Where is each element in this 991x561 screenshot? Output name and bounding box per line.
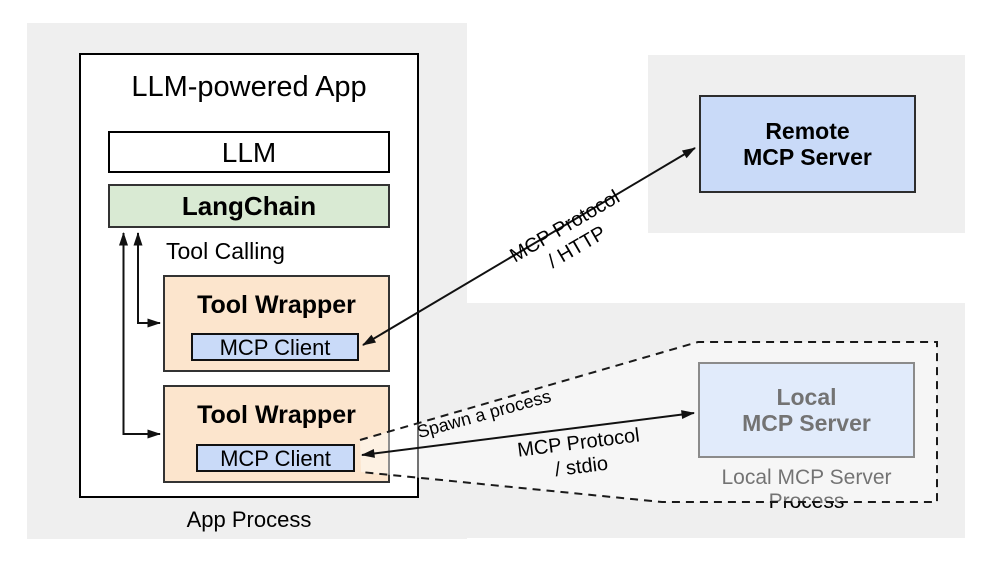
- langchain-box: LangChain: [108, 184, 390, 228]
- llm-box: LLM: [108, 131, 390, 173]
- tool-wrapper-1-title: Tool Wrapper: [197, 291, 356, 319]
- remote-mcp-server-line1: Remote: [765, 118, 850, 144]
- mcp-client-2-box: MCP Client: [196, 444, 355, 472]
- remote-mcp-server-line2: MCP Server: [743, 144, 872, 170]
- app-title: LLM-powered App: [131, 71, 367, 103]
- tool-wrapper-2-title: Tool Wrapper: [197, 401, 356, 429]
- tool-calling-label: Tool Calling: [166, 238, 285, 264]
- remote-mcp-server-box: Remote MCP Server: [699, 95, 916, 193]
- local-mcp-server-process-label: Local MCP Server Process: [721, 466, 892, 513]
- local-mcp-server-line1: Local: [776, 384, 837, 410]
- local-mcp-server-line2: MCP Server: [742, 410, 871, 436]
- local-mcp-server-box: Local MCP Server: [698, 362, 915, 458]
- mcp-client-1-box: MCP Client: [191, 333, 359, 361]
- app-process-label: App Process: [186, 507, 312, 532]
- http-arrow-label: MCP Protocol / HTTP: [481, 171, 661, 303]
